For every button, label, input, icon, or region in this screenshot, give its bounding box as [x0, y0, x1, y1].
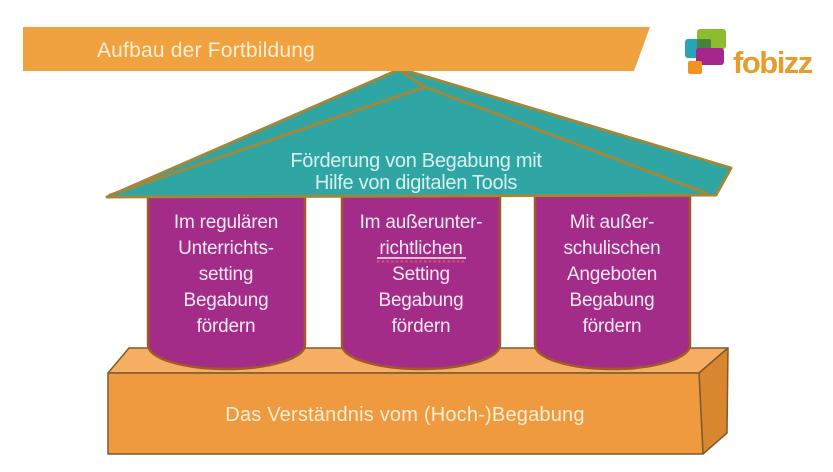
fobizz-logo: fobizz: [685, 29, 814, 80]
pillar-2-shape: [340, 194, 502, 371]
logo-square-overlap: [697, 39, 711, 49]
roof-label-line-2: Hilfe von digitalen Tools: [315, 172, 518, 194]
pillar-1-line-3: setting: [199, 264, 254, 285]
base-label: Das Verständnis vom (Hoch-)Begabung: [225, 404, 584, 426]
pillar-1-shape: [146, 194, 307, 371]
pillar-3-line-3: Angeboten: [567, 264, 657, 285]
pillar-2-line-4: Begabung: [378, 290, 463, 311]
logo-square-orange: [688, 61, 702, 74]
slide-title: Aufbau der Fortbildung: [97, 39, 315, 62]
pillar-3-line-2: schulischen: [563, 238, 660, 259]
logo-square-magenta: [696, 48, 724, 65]
pillar-2-line-5: fördern: [392, 316, 451, 337]
pillar-3-line-5: fördern: [583, 316, 642, 337]
pillar-ausserunterrichtlich: Im außerunter- richtlichen Setting Begab…: [340, 194, 502, 371]
pillar-3-line-1: Mit außer-: [570, 212, 655, 233]
pillar-ausserschulisch: Mit außer- schulischen Angeboten Begabun…: [533, 194, 692, 371]
pillar-2-line-2: richtlichen: [379, 238, 462, 259]
pillar-1-line-4: Begabung: [183, 290, 268, 311]
logo-wordmark: fobizz: [733, 45, 813, 80]
pillar-3-shape: [533, 194, 692, 371]
pillar-1-line-1: Im regulären: [174, 212, 278, 233]
roof-ridge-lines: [108, 69, 708, 197]
banner-ribbon: [23, 27, 650, 71]
title-banner: Aufbau der Fortbildung: [23, 27, 650, 71]
roof: Förderung von Begabung mit Hilfe von dig…: [105, 68, 733, 199]
pillar-3-line-4: Begabung: [569, 290, 654, 311]
base-front-face: [107, 372, 704, 455]
pillar-1-line-2: Unterrichts-: [178, 238, 274, 259]
roof-shape: [105, 68, 733, 199]
pillar-2-line-3: Setting: [392, 264, 450, 285]
roof-label-line-1: Förderung von Begabung mit: [290, 150, 542, 172]
pillar-regular-unterricht: Im regulären Unterrichts- setting Begabu…: [146, 194, 307, 371]
pillar-2-line-1: Im außerunter-: [360, 212, 483, 233]
pillar-1-line-5: fördern: [197, 316, 256, 337]
